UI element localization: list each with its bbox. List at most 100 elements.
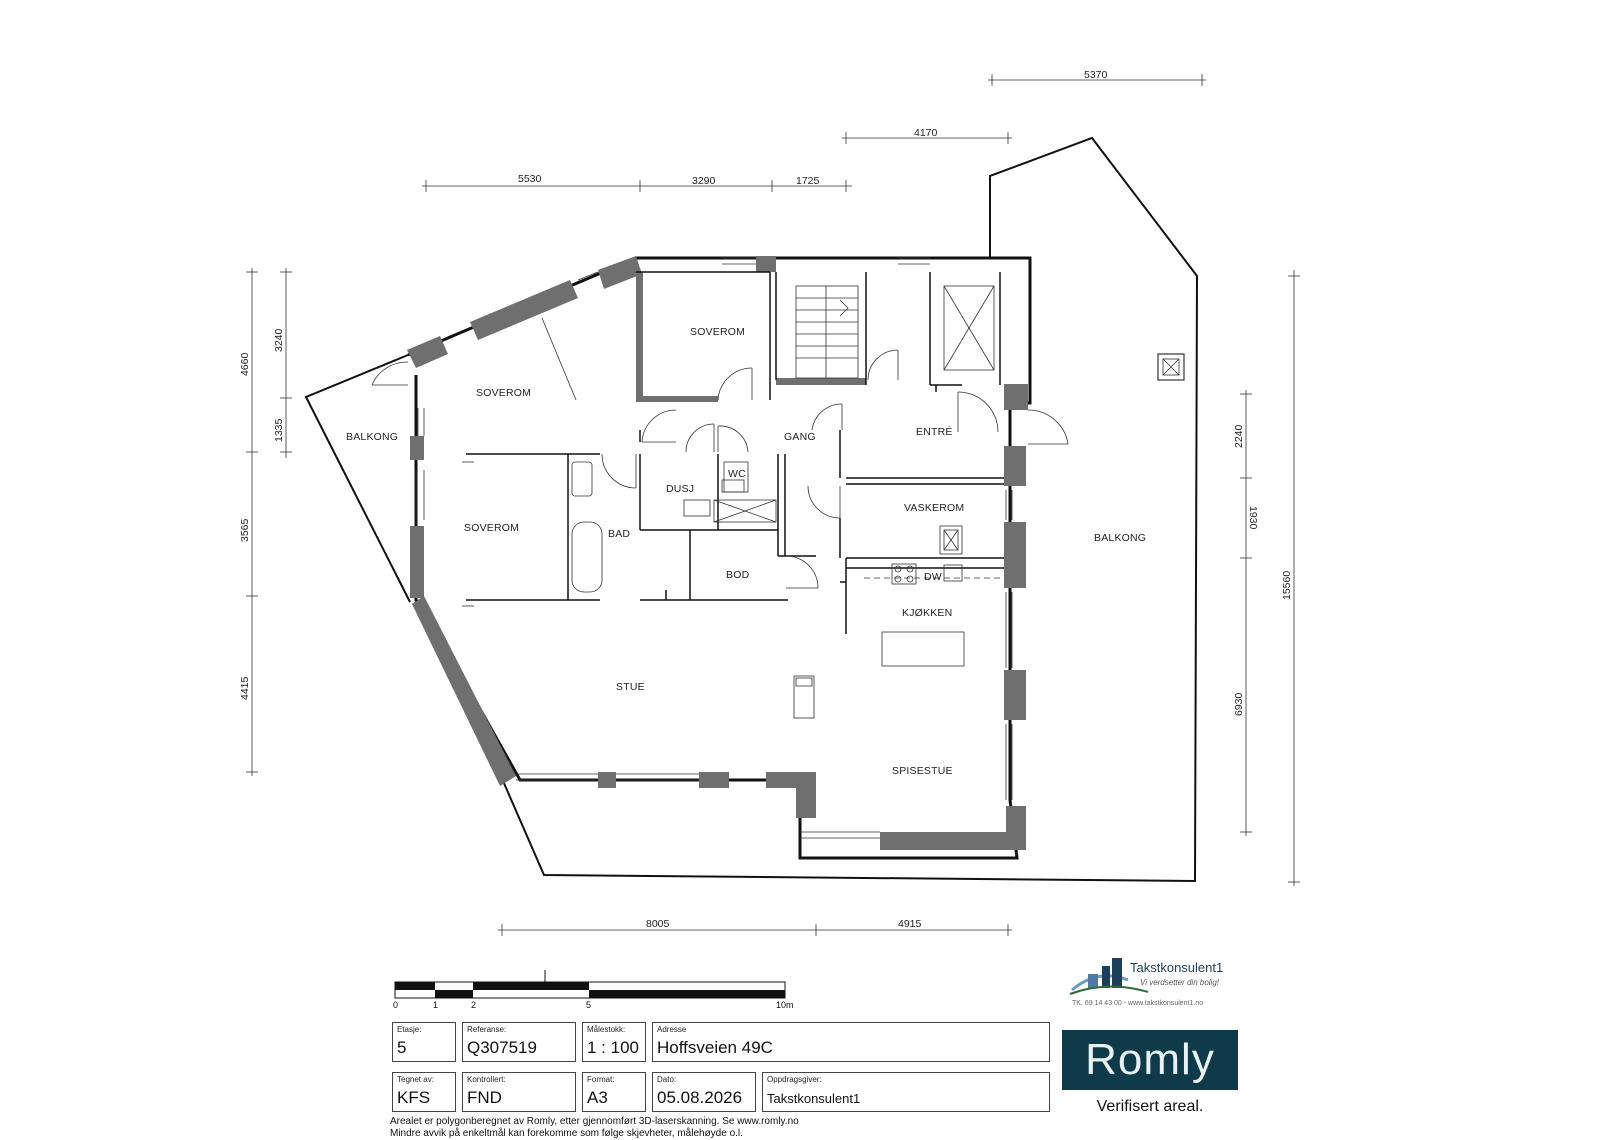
tb-adresse-label: Adresse	[657, 1025, 687, 1034]
room-label-dw: DW	[924, 571, 942, 583]
dimension-lines	[246, 74, 1300, 936]
wall-segment-bedroom	[636, 272, 643, 402]
tb-kontrollert: Kontrollert: FND	[462, 1072, 576, 1112]
takstkonsulent-slogan: Vi verdsetter din bolig!	[1140, 978, 1220, 987]
room-label-wc: WC	[728, 468, 746, 480]
tb-referanse-label: Referanse:	[467, 1025, 507, 1034]
room-label-soverom-north: SOVEROM	[690, 326, 745, 338]
room-label-stue: STUE	[616, 681, 645, 693]
wall-segment-south-4	[796, 788, 816, 818]
tb-tegnet: Tegnet av: KFS	[392, 1072, 456, 1112]
dim-4170: 4170	[914, 127, 938, 139]
dim-3290: 3290	[692, 175, 716, 187]
tb-dato-label: Dato:	[657, 1075, 677, 1084]
wall-segment-west-2	[410, 526, 424, 598]
dim-4915: 4915	[898, 918, 922, 930]
room-label-bod: BOD	[726, 569, 750, 581]
dim-4660: 4660	[239, 352, 251, 376]
tb-etasje-label: Etasje:	[397, 1025, 422, 1034]
room-label-soverom-northwest: SOVEROM	[476, 387, 531, 399]
tb-etasje: Etasje: 5	[392, 1022, 456, 1062]
scale-label-10m: 10m	[776, 1000, 794, 1010]
room-label-dusj: DUSJ	[666, 483, 694, 495]
tb-oppdragsgiver-label: Oppdragsgiver:	[767, 1075, 822, 1084]
tb-adresse-value: Hoffsveien 49C	[657, 1038, 773, 1057]
tb-oppdragsgiver-value: Takstkonsulent1	[767, 1091, 861, 1106]
scale-label-0: 0	[393, 1000, 399, 1010]
tb-format-label: Format:	[587, 1075, 615, 1084]
tb-referanse: Referanse: Q307519	[462, 1022, 576, 1062]
scale-label-1: 1	[433, 1000, 439, 1010]
room-label-gang: GANG	[784, 431, 816, 443]
dim-2240: 2240	[1233, 424, 1245, 448]
tb-format: Format: A3	[582, 1072, 646, 1112]
dim-1725: 1725	[796, 175, 820, 187]
tb-dato: Dato: 05.08.2026	[652, 1072, 756, 1112]
tb-referanse-value: Q307519	[467, 1038, 537, 1057]
romly-tagline: Verifisert areal.	[1096, 1098, 1204, 1115]
wall-segment-south-2	[699, 772, 729, 788]
doors	[371, 317, 1069, 589]
tb-oppdragsgiver: Oppdragsgiver: Takstkonsulent1	[762, 1072, 1050, 1112]
tb-malestokk: Målestokk: 1 : 100	[582, 1022, 646, 1062]
romly-logo: Romly	[1062, 1030, 1238, 1090]
footnote: Arealet er polygonberegnet av Romly, ett…	[390, 1116, 1010, 1140]
room-label-spisestue: SPISESTUE	[892, 765, 953, 777]
wall-segment-north-west	[407, 336, 448, 368]
scale-bar	[394, 970, 786, 999]
dim-5530: 5530	[518, 173, 542, 185]
dim-6930: 6930	[1233, 692, 1245, 716]
tb-tegnet-value: KFS	[397, 1088, 431, 1107]
room-label-bad: BAD	[608, 528, 630, 540]
dim-8005: 8005	[646, 918, 670, 930]
dim-3565: 3565	[239, 518, 251, 542]
tb-tegnet-label: Tegnet av:	[397, 1075, 434, 1084]
dim-4415: 4415	[239, 676, 251, 700]
room-label-vaskerom: VASKEROM	[904, 502, 964, 514]
takstkonsulent-name: Takstkonsulent1	[1130, 960, 1224, 975]
room-label-kjokken: KJØKKEN	[902, 607, 952, 619]
takstkonsulent-logo-icon	[1069, 958, 1149, 995]
wall-segment-north-2	[598, 256, 642, 289]
wall-segment-north	[470, 280, 578, 340]
tb-kontrollert-label: Kontrollert:	[467, 1075, 506, 1084]
dim-15560: 15560	[1281, 571, 1293, 600]
scale-label-5: 5	[586, 1000, 592, 1010]
tb-format-value: A3	[587, 1088, 608, 1107]
footnote-line-2: Mindre avvik på enkeltmål kan forekomme …	[390, 1128, 743, 1139]
dim-5370: 5370	[1084, 69, 1108, 81]
footnote-line-1: Arealet er polygonberegnet av Romly, ett…	[390, 1116, 799, 1127]
balcony-outline-west	[304, 354, 411, 603]
wall-segment-west-1	[410, 436, 424, 460]
windows	[415, 257, 1013, 839]
tb-kontrollert-value: FND	[467, 1088, 502, 1107]
wall-segment-south-3	[766, 772, 816, 788]
wall-segment-bedroom-bottom	[636, 396, 718, 402]
tb-etasje-value: 5	[397, 1038, 407, 1057]
wall-segment-east-2	[1004, 522, 1026, 588]
elevator	[943, 285, 1185, 381]
wall-segment-stair	[776, 378, 866, 385]
wall-segment-east-1	[1004, 446, 1026, 486]
interior-walls	[466, 271, 1004, 634]
room-label-balkong-west: BALKONG	[346, 431, 398, 443]
wall-segment-east-4	[1004, 384, 1028, 410]
room-label-entre: ENTRÉ	[916, 425, 953, 438]
staircase	[795, 285, 859, 379]
wall-segment-south-1	[598, 772, 616, 788]
room-label-soverom-west: SOVEROM	[464, 522, 519, 534]
wall-segment-north-3	[756, 256, 776, 272]
dim-1930: 1930	[1247, 506, 1259, 530]
wall-segment-east-corner	[1006, 806, 1026, 850]
tb-adresse: Adresse Hoffsveien 49C	[652, 1022, 1050, 1062]
dim-3240: 3240	[273, 328, 285, 352]
balcony-outline-east	[499, 136, 1199, 883]
fixtures	[462, 461, 1004, 719]
room-label-balkong-east: BALKONG	[1094, 532, 1146, 544]
wall-segment-southwest	[412, 596, 516, 786]
wall-segment-south-5	[880, 832, 1020, 850]
wall-segment-east-3	[1004, 670, 1026, 720]
dim-1335: 1335	[273, 418, 285, 442]
takstkonsulent-contact: TK. 69 14 43 00 - www.takstkonsulent1.no	[1072, 1000, 1204, 1007]
